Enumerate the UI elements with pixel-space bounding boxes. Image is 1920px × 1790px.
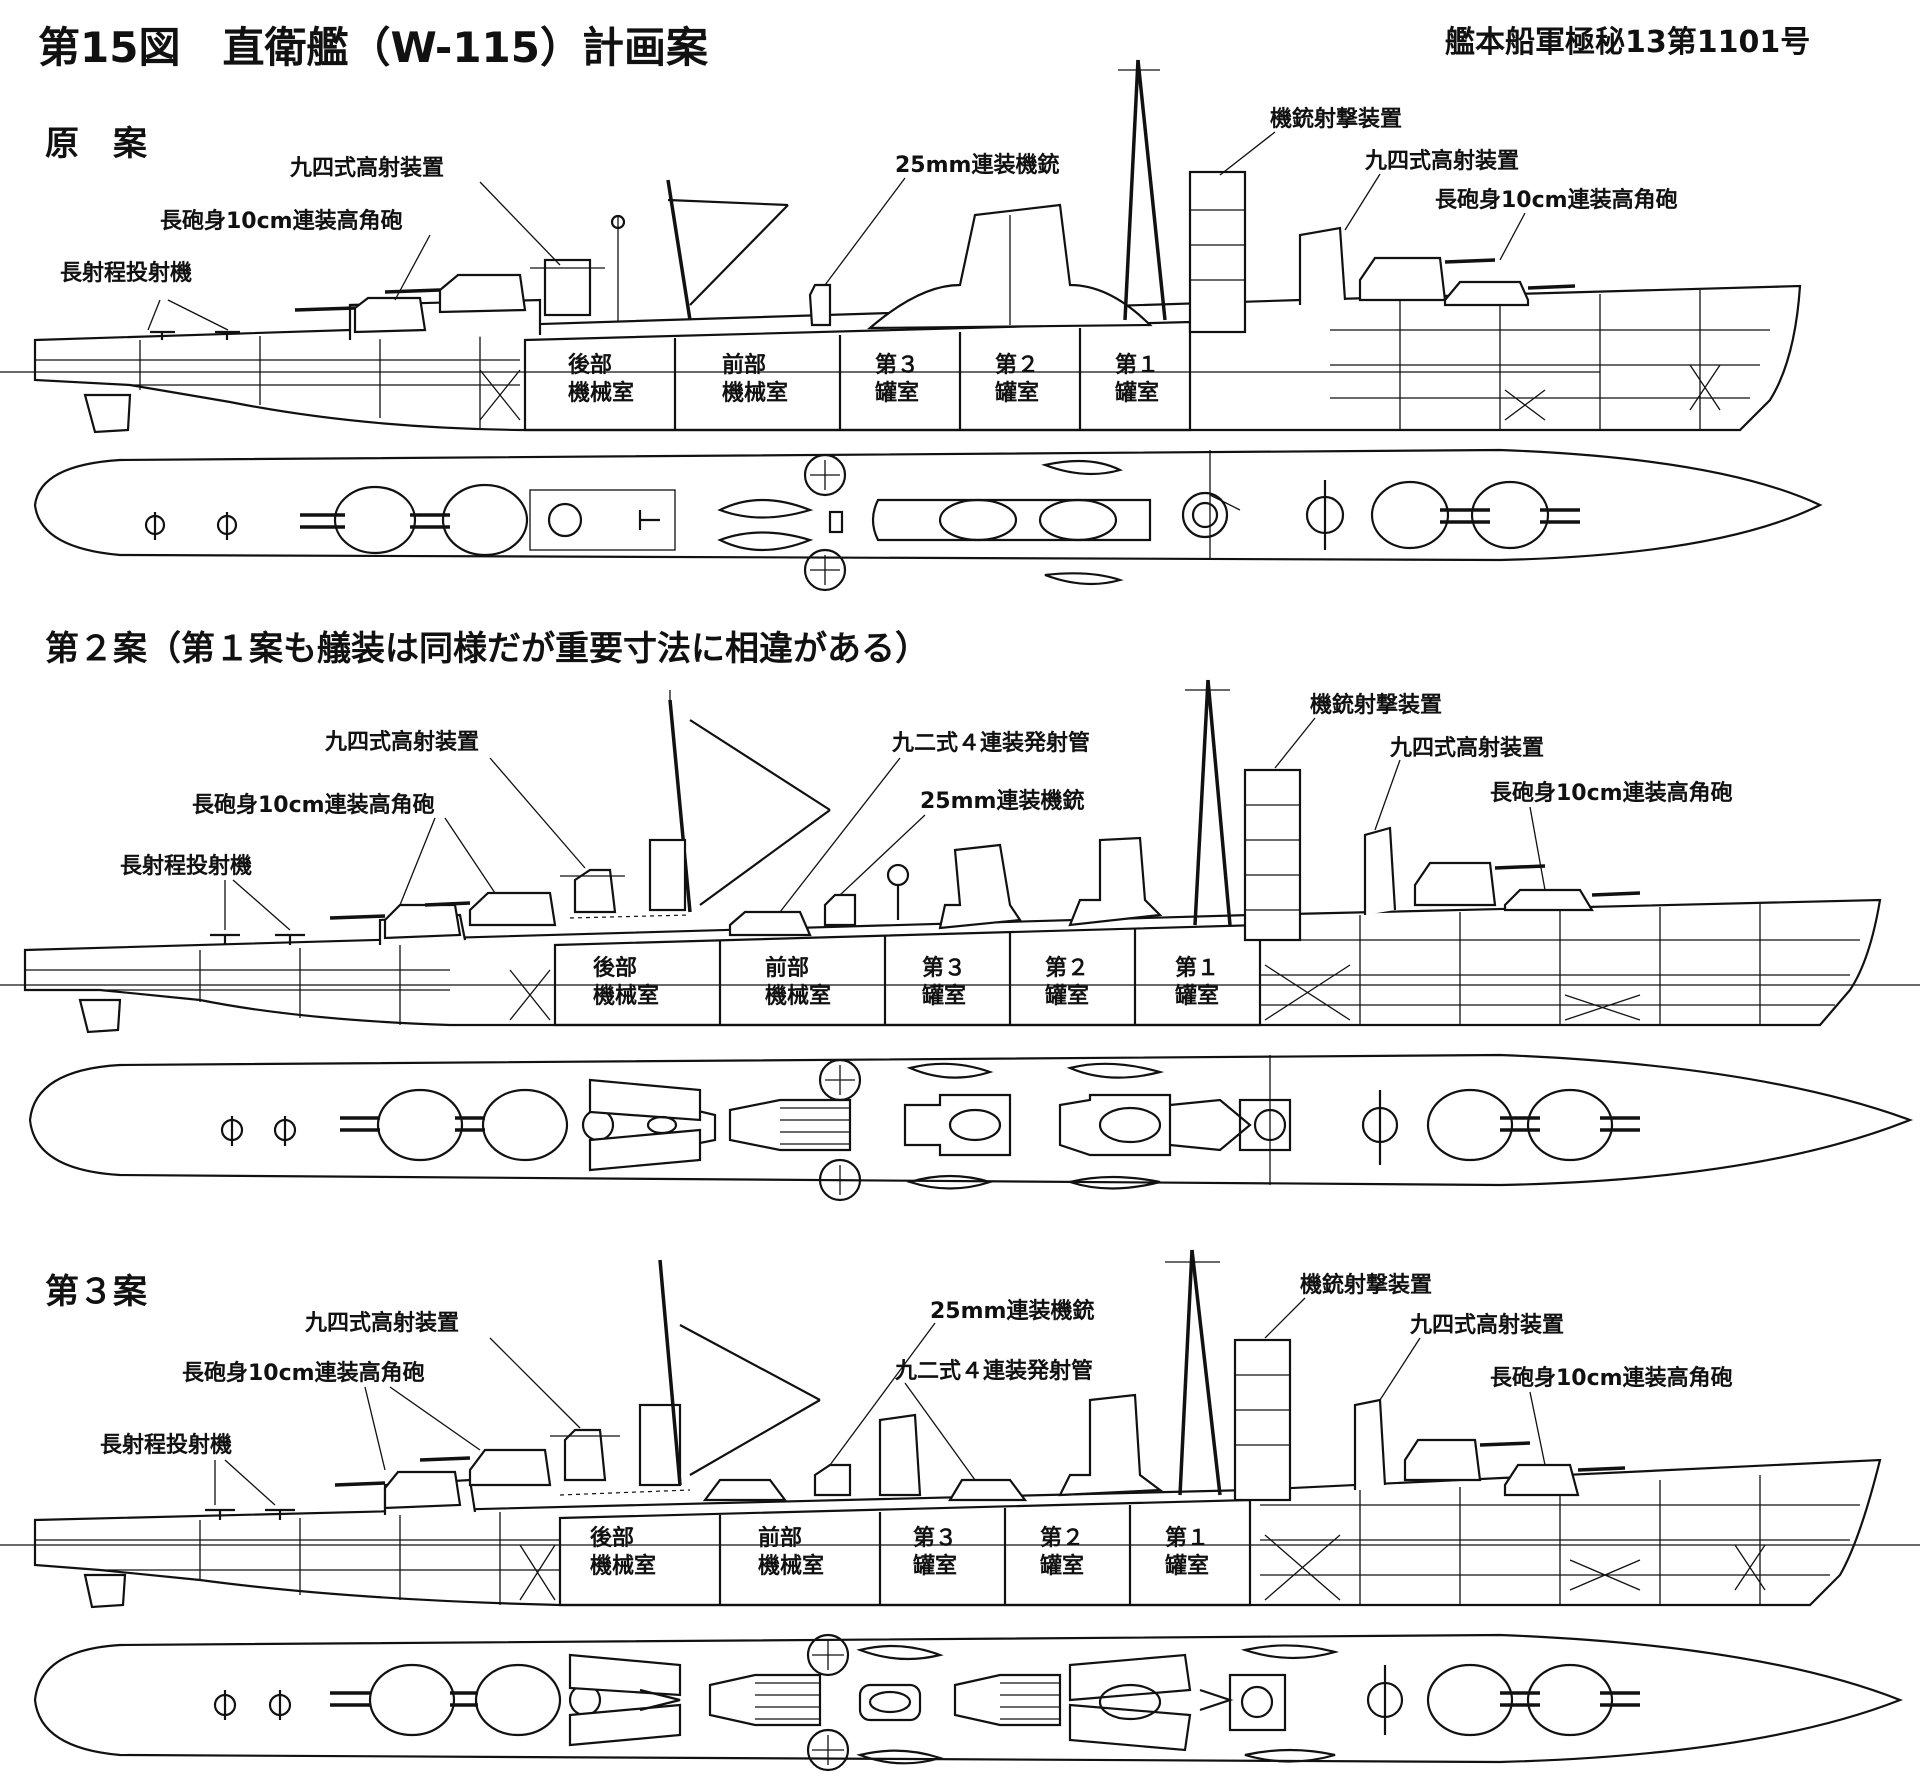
label-aft-director: 九四式高射装置 bbox=[304, 1310, 459, 1336]
label-fwd-director: 九四式高射装置 bbox=[1409, 1312, 1564, 1338]
variant-plan-2: 第２案（第１案も艤装は同様だが重要寸法に相違がある） bbox=[0, 629, 1920, 1202]
label-mg-25mm: 25mm連装機銃 bbox=[895, 152, 1059, 178]
label-mg-director: 機銃射撃装置 bbox=[1270, 106, 1402, 132]
label-fwd-director: 九四式高射装置 bbox=[1389, 735, 1544, 761]
room-aft-engine: 後部 bbox=[593, 955, 637, 981]
variant-heading: 原 案 bbox=[45, 124, 148, 164]
plan-view bbox=[33, 1633, 1904, 1772]
label-fwd-gun: 長砲身10cm連装高角砲 bbox=[1490, 780, 1733, 806]
profile-view: 後部 機械室 前部 機械室 第３ 罐室 第２ 罐室 第１ 罐室 bbox=[0, 1249, 1920, 1609]
room-boiler-2: 第２ bbox=[1045, 955, 1089, 981]
room-boiler-2-2: 罐室 bbox=[994, 380, 1039, 406]
room-boiler-2-2: 罐室 bbox=[1044, 983, 1089, 1009]
label-torpedo: 九二式４連装発射管 bbox=[891, 730, 1090, 756]
variant-original: 原 案 bbox=[0, 59, 1823, 592]
document-reference: 艦本船軍極秘13第1101号 bbox=[1445, 25, 1810, 60]
label-fwd-gun: 長砲身10cm連装高角砲 bbox=[1490, 1365, 1733, 1391]
room-boiler-2-2: 罐室 bbox=[1039, 1553, 1084, 1579]
label-mg-25mm: 25mm連装機銃 bbox=[930, 1298, 1094, 1324]
room-aft-engine: 後部 bbox=[590, 1525, 634, 1551]
room-boiler-1-2: 罐室 bbox=[1174, 983, 1219, 1009]
label-long-range-catapult: 長射程投射機 bbox=[120, 853, 252, 879]
plan-view bbox=[28, 1053, 1914, 1202]
room-boiler-1: 第１ bbox=[1165, 1525, 1209, 1551]
variant-heading: 第３案 bbox=[45, 1272, 148, 1312]
room-boiler-1: 第１ bbox=[1115, 352, 1159, 378]
label-long-range-catapult: 長射程投射機 bbox=[100, 1432, 232, 1458]
room-boiler-3: 第３ bbox=[875, 352, 919, 378]
room-boiler-3: 第３ bbox=[913, 1525, 957, 1551]
room-fwd-engine-2: 機械室 bbox=[758, 1553, 824, 1579]
variant-heading: 第２案（第１案も艤装は同様だが重要寸法に相違がある） bbox=[45, 629, 929, 669]
label-long-range-catapult: 長射程投射機 bbox=[60, 260, 192, 286]
room-aft-engine-2: 機械室 bbox=[568, 380, 634, 406]
label-aft-director: 九四式高射装置 bbox=[324, 729, 479, 755]
label-aft-gun: 長砲身10cm連装高角砲 bbox=[160, 208, 403, 234]
profile-view: 後部 機械室 前部 機械室 第３ 罐室 第２ 罐室 第１ 罐室 bbox=[0, 59, 1802, 434]
room-boiler-3-2: 罐室 bbox=[912, 1553, 957, 1579]
label-mg-25mm: 25mm連装機銃 bbox=[920, 788, 1084, 814]
room-boiler-1-2: 罐室 bbox=[1114, 380, 1159, 406]
room-fwd-engine-2: 機械室 bbox=[722, 380, 788, 406]
room-fwd-engine-2: 機械室 bbox=[765, 983, 831, 1009]
label-aft-director: 九四式高射装置 bbox=[289, 155, 444, 181]
plan-view bbox=[33, 448, 1823, 592]
room-boiler-2: 第２ bbox=[995, 352, 1039, 378]
room-boiler-1: 第１ bbox=[1175, 955, 1219, 981]
room-boiler-2: 第２ bbox=[1040, 1525, 1084, 1551]
label-torpedo: 九二式４連装発射管 bbox=[894, 1358, 1093, 1384]
room-fwd-engine: 前部 bbox=[758, 1525, 802, 1551]
label-fwd-director: 九四式高射装置 bbox=[1364, 148, 1519, 174]
room-aft-engine-2: 機械室 bbox=[593, 983, 659, 1009]
room-aft-engine-2: 機械室 bbox=[590, 1553, 656, 1579]
room-boiler-3-2: 罐室 bbox=[874, 380, 919, 406]
room-aft-engine: 後部 bbox=[568, 352, 612, 378]
room-boiler-3-2: 罐室 bbox=[921, 983, 966, 1009]
room-boiler-3: 第３ bbox=[922, 955, 966, 981]
room-fwd-engine: 前部 bbox=[722, 352, 766, 378]
figure-title: 第15図 直衛艦（W-115）計画案 bbox=[38, 23, 709, 72]
profile-view: 後部 機械室 前部 機械室 第３ 罐室 第２ 罐室 第１ 罐室 bbox=[0, 679, 1920, 1034]
label-aft-gun: 長砲身10cm連装高角砲 bbox=[182, 1360, 425, 1386]
label-mg-director: 機銃射撃装置 bbox=[1310, 692, 1442, 718]
room-fwd-engine: 前部 bbox=[765, 955, 809, 981]
label-fwd-gun: 長砲身10cm連装高角砲 bbox=[1435, 187, 1678, 213]
room-boiler-1-2: 罐室 bbox=[1164, 1553, 1209, 1579]
label-aft-gun: 長砲身10cm連装高角砲 bbox=[192, 792, 435, 818]
label-mg-director: 機銃射撃装置 bbox=[1300, 1272, 1432, 1298]
variant-plan-3: 第３案 後部 bbox=[0, 1249, 1920, 1772]
